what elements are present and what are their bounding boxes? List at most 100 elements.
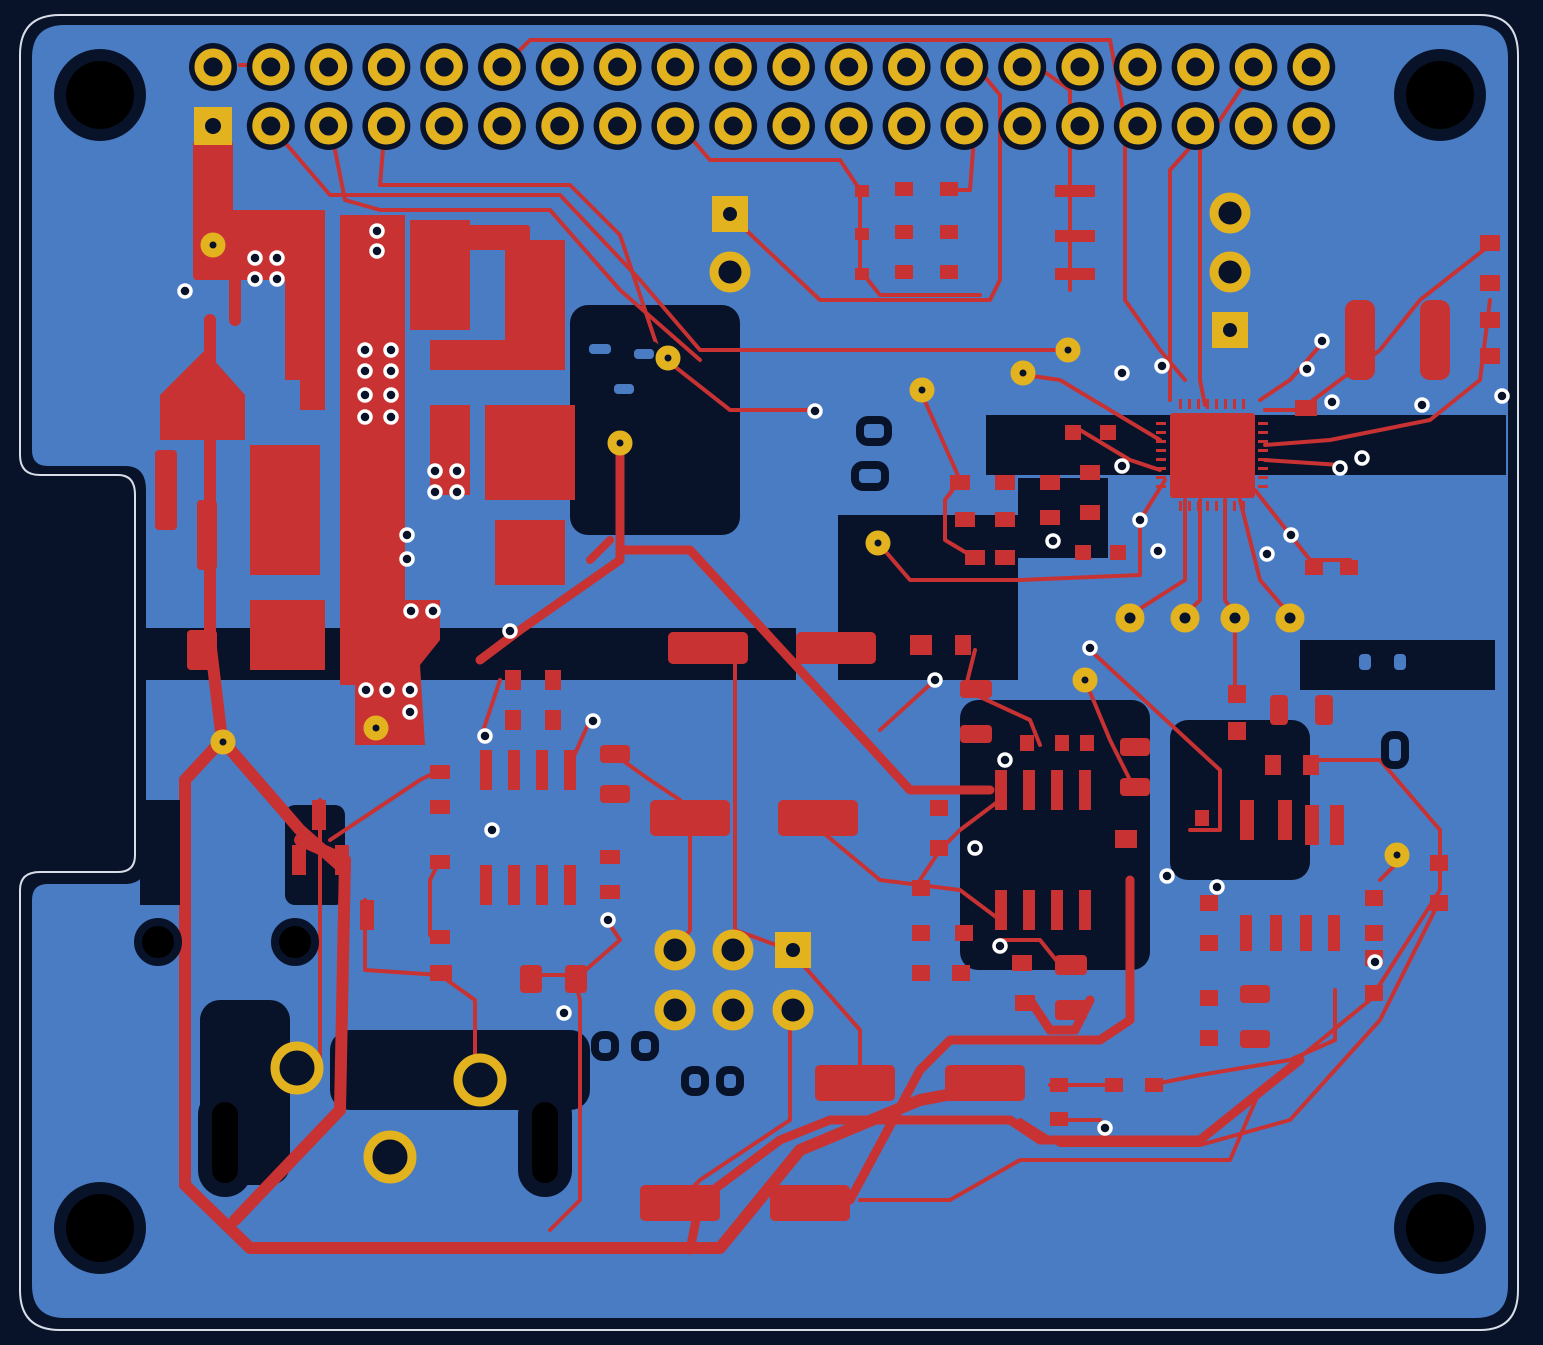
via — [967, 840, 983, 856]
pad — [1079, 770, 1091, 810]
pad — [1080, 465, 1100, 480]
header-pin — [541, 48, 579, 86]
via — [992, 938, 1008, 954]
via — [379, 682, 395, 698]
via — [1259, 546, 1275, 562]
qfn-ic-pin — [1242, 501, 1245, 511]
pad — [1305, 560, 1323, 575]
trace — [1033, 63, 1072, 292]
vias — [177, 223, 1510, 1136]
pad — [430, 965, 452, 981]
pad — [1051, 770, 1063, 810]
trace — [475, 440, 625, 665]
qfn-ic-pin — [1206, 501, 1209, 511]
qfn-ic-pin — [1156, 467, 1166, 470]
header-pin — [252, 107, 290, 145]
header-pin — [712, 929, 754, 971]
pad — [930, 840, 948, 856]
pour-gap — [140, 800, 180, 905]
pour-gap — [570, 305, 740, 535]
qfn-ic-pin — [1258, 467, 1268, 470]
trace — [1263, 243, 1492, 412]
pad — [355, 600, 440, 745]
via — [1314, 333, 1330, 349]
pad — [1240, 800, 1254, 840]
pad — [995, 770, 1007, 810]
pad — [1228, 722, 1246, 740]
qfn-ic-pin — [1156, 422, 1166, 425]
header-pin — [1119, 48, 1157, 86]
pad — [160, 350, 245, 440]
pad — [360, 900, 374, 930]
trace — [1263, 458, 1342, 467]
jumper-pin-1-hole — [1223, 323, 1237, 337]
via — [247, 250, 263, 266]
trace — [1258, 338, 1327, 402]
header-pin — [1292, 48, 1330, 86]
via — [484, 822, 500, 838]
pad — [545, 670, 561, 690]
header-pin — [772, 48, 810, 86]
pad — [1055, 955, 1087, 975]
pad — [716, 1066, 744, 1096]
via — [357, 342, 373, 358]
header-pin — [712, 989, 754, 1031]
pad — [895, 182, 913, 196]
pad — [1050, 1112, 1068, 1126]
trace — [229, 834, 351, 1226]
via — [383, 409, 399, 425]
pad — [1100, 425, 1116, 440]
qfn-ic-pin — [1188, 501, 1191, 511]
trace — [1128, 498, 1187, 617]
gpio-header-40-pin — [189, 43, 1336, 150]
qfn-ic-pin — [1258, 476, 1268, 479]
pad — [1328, 915, 1340, 951]
pad — [631, 1031, 659, 1061]
pad — [1080, 735, 1094, 751]
header-pin — [1119, 107, 1157, 145]
trace — [328, 123, 702, 362]
via — [383, 363, 399, 379]
pad — [1295, 400, 1317, 416]
header-pin — [483, 107, 521, 145]
via — [1010, 360, 1036, 386]
pad — [430, 340, 565, 370]
header-pin — [945, 107, 983, 145]
via — [1055, 337, 1081, 363]
pad — [1075, 545, 1091, 560]
via — [402, 704, 418, 720]
pad — [600, 885, 620, 899]
pad — [912, 880, 930, 896]
pad — [1023, 890, 1035, 930]
header-pin — [1177, 48, 1215, 86]
via — [1209, 879, 1225, 895]
via — [449, 463, 465, 479]
header-pin — [425, 48, 463, 86]
slot-hole — [518, 1088, 572, 1197]
pad — [300, 380, 325, 410]
pad — [1120, 738, 1150, 756]
pad — [564, 750, 576, 790]
pad — [965, 550, 985, 565]
pad — [430, 800, 450, 814]
pad — [955, 635, 971, 655]
slot-hole — [198, 1088, 252, 1197]
pad — [650, 800, 730, 836]
pad — [606, 376, 642, 402]
jack-pad — [453, 1053, 507, 1107]
pad — [430, 765, 450, 779]
header-pin — [1061, 48, 1099, 86]
pad — [1105, 1078, 1123, 1092]
pad — [950, 475, 970, 490]
header-pin — [1061, 107, 1099, 145]
header-pin — [654, 989, 696, 1031]
pad — [1195, 810, 1209, 826]
pad — [312, 800, 326, 830]
pad — [1345, 300, 1375, 380]
trace — [438, 973, 477, 1082]
trace — [1088, 648, 1222, 832]
pad — [995, 512, 1015, 527]
qfn-ic-pin — [1258, 458, 1268, 461]
pad — [505, 710, 521, 730]
pad — [1480, 235, 1500, 251]
